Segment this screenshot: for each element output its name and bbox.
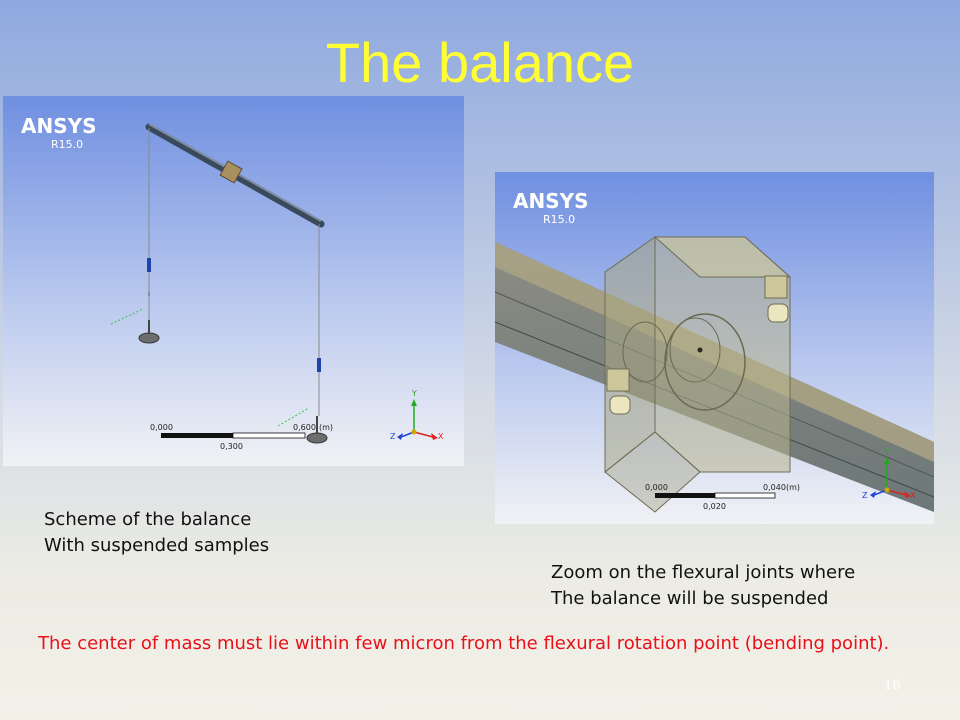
center-of-mass-note: The center of mass must lie within few m… xyxy=(38,633,890,654)
axis-z-label: Z xyxy=(390,432,396,441)
scale-end-label: 0,040 xyxy=(763,483,786,492)
scale-end-label: 0,600 xyxy=(293,423,316,432)
left-suspended-sample xyxy=(110,128,160,344)
flexure-pin-left xyxy=(606,368,631,415)
scale-unit-label: (m) xyxy=(786,483,800,492)
scale-mid-label: 0,300 xyxy=(220,442,243,451)
flexural-joint-housing xyxy=(604,236,792,513)
scale-start-label: 0,000 xyxy=(150,423,173,432)
axis-z-label: Z xyxy=(862,491,868,500)
page-number: 16 xyxy=(884,678,901,693)
flexural-joint-viewport: ANSYS R15.0 0,000 0,040 (m) 0,020 Y X Z xyxy=(495,172,934,524)
flexure-pin-right xyxy=(764,275,789,323)
axis-y-label: Y xyxy=(411,389,417,398)
ansys-version-text: R15.0 xyxy=(543,213,575,226)
axis-triad-icon: Y X Z xyxy=(390,389,444,441)
balance-beam xyxy=(145,123,325,228)
ansys-logo-text: ANSYS xyxy=(513,189,589,213)
right-suspended-sample xyxy=(277,224,328,444)
caption-line: Scheme of the balance xyxy=(44,509,252,530)
scale-bar: 0,000 0,040 (m) 0,020 xyxy=(645,483,800,511)
axis-x-label: X xyxy=(910,491,916,500)
ansys-version-text: R15.0 xyxy=(51,138,83,151)
slide-title: The balance xyxy=(325,31,635,94)
ansys-logo-text: ANSYS xyxy=(21,114,97,138)
flexural-joint-caption: Zoom on the flexural joints where The ba… xyxy=(551,560,855,612)
axis-y-label: Y xyxy=(884,448,890,457)
caption-line: Zoom on the flexural joints where xyxy=(551,562,856,583)
balance-scheme-caption: Scheme of the balance With suspended sam… xyxy=(44,507,269,559)
scale-unit-label: (m) xyxy=(319,423,333,432)
caption-line: With suspended samples xyxy=(44,535,270,556)
scale-bar: 0,000 0,600 (m) 0,300 xyxy=(150,423,333,451)
scale-mid-label: 0,020 xyxy=(703,502,726,511)
scale-start-label: 0,000 xyxy=(645,483,668,492)
caption-line: The balance will be suspended xyxy=(551,588,829,609)
axis-triad-icon: Y X Z xyxy=(862,448,916,500)
axis-x-label: X xyxy=(438,432,444,441)
balance-scheme-viewport: ANSYS R15.0 0,000 0,600 xyxy=(3,96,464,466)
